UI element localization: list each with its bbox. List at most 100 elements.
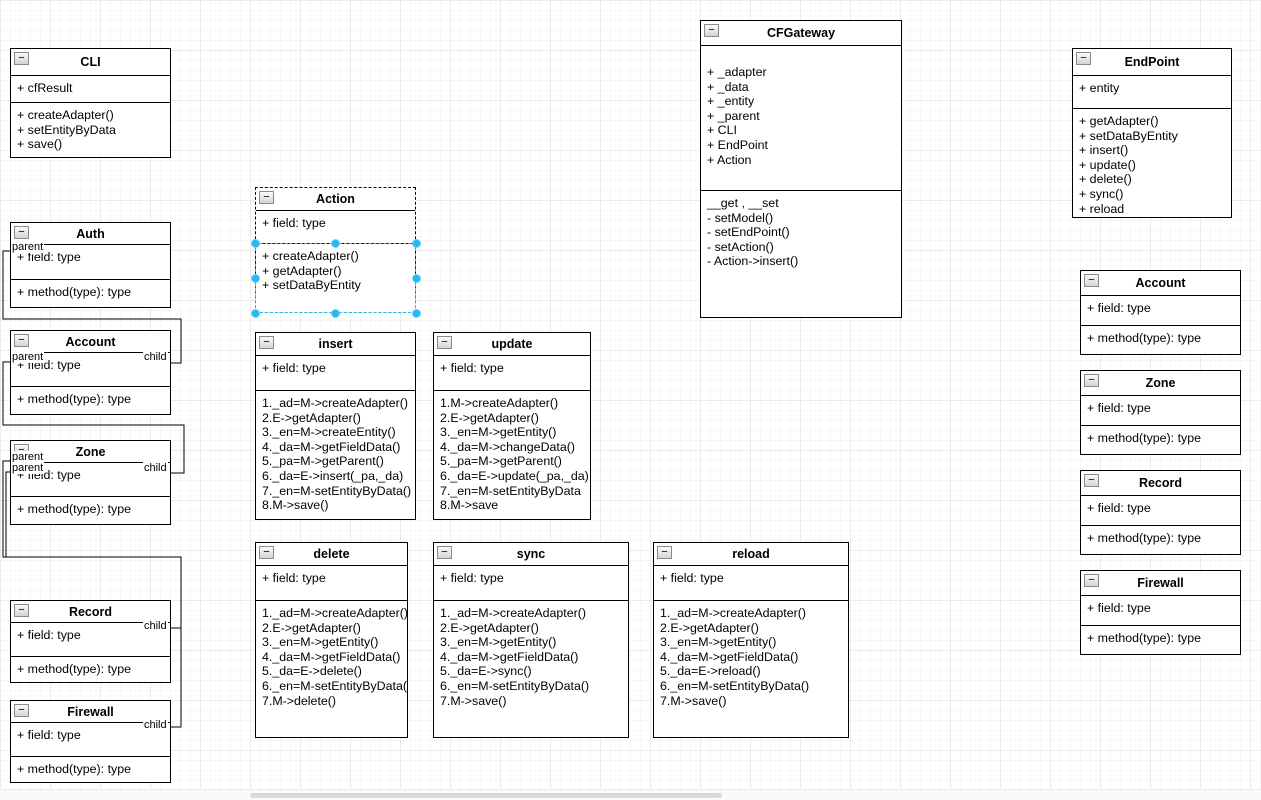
collapse-icon[interactable]: − [1084,574,1099,587]
collapse-icon[interactable]: − [14,52,29,65]
method-line: 1._ad=M->createAdapter() [660,606,807,620]
selection-handle[interactable] [250,308,260,318]
edge-label-parent[interactable]: parent [11,241,45,253]
method-line: 4._da=M->getFieldData() [262,439,401,454]
collapse-icon[interactable]: − [259,336,274,349]
attributes-section[interactable]: + cfResult [11,76,170,103]
edge-label-parent[interactable]: parent [11,351,45,363]
methods-section[interactable]: + method(type): type [1081,526,1240,554]
attributes-section[interactable]: + field: type [11,723,170,757]
edge-label-parent[interactable]: parent [11,451,45,463]
method-line: 5._pa=M->getParent() [440,454,562,469]
class-action[interactable]: −Action+ field: type+ createAdapter()+ g… [255,187,416,313]
uml-connector[interactable] [2,250,182,364]
attributes-section[interactable]: + field: type [1081,396,1240,426]
collapse-icon[interactable]: − [259,191,274,204]
attribute-line: + cfResult [17,81,73,95]
methods-section[interactable]: 1._ad=M->createAdapter()2.E->getAdapter(… [256,391,415,519]
selection-handle[interactable] [250,238,260,248]
attributes-section[interactable]: + field: type [11,623,170,657]
collapse-icon[interactable]: − [1084,274,1099,287]
selection-handle[interactable] [411,273,421,283]
class-cfgateway[interactable]: −CFGateway+ _adapter+ _data+ _entity+ _p… [700,20,902,318]
horizontal-scrollbar-track[interactable] [0,789,1261,800]
collapse-icon[interactable]: − [14,334,29,347]
methods-section[interactable]: 1._ad=M->createAdapter()2.E->getAdapter(… [256,601,407,737]
class-record-right[interactable]: −Record+ field: type+ method(type): type [1080,470,1241,555]
selection-handle[interactable] [411,308,421,318]
collapse-icon[interactable]: − [437,336,452,349]
methods-section[interactable]: + method(type): type [1081,626,1240,654]
edge-label-child[interactable]: child [143,351,168,363]
class-endpoint[interactable]: −EndPoint+ entity+ getAdapter()+ setData… [1072,48,1232,218]
collapse-icon[interactable]: − [14,226,29,239]
attributes-section[interactable]: + _adapter+ _data+ _entity+ _parent+ CLI… [701,46,901,191]
collapse-icon[interactable]: − [259,546,274,559]
collapse-icon[interactable]: − [14,604,29,617]
collapse-icon[interactable]: − [1076,52,1091,65]
selection-handle[interactable] [331,238,340,248]
class-zone-right[interactable]: −Zone+ field: type+ method(type): type [1080,370,1241,455]
collapse-icon[interactable]: − [1084,374,1099,387]
collapse-icon[interactable]: − [14,704,29,717]
methods-section[interactable]: + method(type): type [11,757,170,782]
collapse-icon[interactable]: − [437,546,452,559]
attributes-section[interactable]: + field: type [1081,596,1240,626]
methods-section[interactable]: + method(type): type [11,280,170,307]
collapse-icon[interactable]: − [704,24,719,37]
attribute-line: + _entity [707,94,755,109]
methods-section[interactable]: 1._ad=M->createAdapter()2.E->getAdapter(… [434,601,628,737]
method-line: + setDataByEntity [262,278,361,293]
uml-connector[interactable] [2,361,185,474]
attributes-section[interactable]: + field: type [434,356,590,391]
methods-section[interactable]: + method(type): type [11,387,170,414]
selection-handle[interactable] [411,238,421,248]
edge-label-child[interactable]: child [143,620,168,632]
collapse-icon[interactable]: − [1084,474,1099,487]
class-account-right[interactable]: −Account+ field: type+ method(type): typ… [1080,270,1241,355]
edge-label-child[interactable]: child [143,462,168,474]
methods-section[interactable]: + createAdapter()+ getAdapter()+ setData… [256,244,415,312]
attributes-section[interactable]: + field: type [11,245,170,280]
methods-section[interactable]: + getAdapter()+ setDataByEntity+ insert(… [1073,109,1231,217]
method-line: + createAdapter() [17,108,114,122]
methods-section[interactable]: + method(type): type [11,497,170,524]
attributes-section[interactable]: + field: type [434,566,628,601]
methods-section[interactable]: 1._ad=M->createAdapter()2.E->getAdapter(… [654,601,848,737]
selection-handle[interactable] [250,273,260,283]
methods-section[interactable]: + method(type): type [11,657,170,682]
horizontal-scrollbar-thumb[interactable] [250,793,722,798]
attributes-section[interactable]: + field: type [256,356,415,391]
class-firewall-left[interactable]: −Firewall+ field: type+ method(type): ty… [10,700,171,783]
attribute-line: + field: type [17,728,81,742]
attributes-section[interactable]: + entity [1073,76,1231,109]
methods-section[interactable]: + method(type): type [1081,326,1240,354]
attribute-line: + _data [707,79,749,94]
methods-section[interactable]: __get , __set- setModel()- setEndPoint()… [701,191,901,317]
collapse-icon[interactable]: − [657,546,672,559]
attributes-section[interactable]: + field: type [1081,496,1240,526]
class-record-left[interactable]: −Record+ field: type+ method(type): type [10,600,171,683]
selection-handle[interactable] [331,308,340,318]
attributes-section[interactable]: + field: type [256,566,407,601]
attributes-section[interactable]: + field: type [1081,296,1240,326]
class-firewall-right[interactable]: −Firewall+ field: type+ method(type): ty… [1080,570,1241,655]
class-account-left[interactable]: −Account+ field: type+ method(type): typ… [10,330,171,415]
attribute-line: + _adapter [707,65,767,79]
class-auth[interactable]: −Auth+ field: type+ method(type): type [10,222,171,308]
attributes-section[interactable]: + field: type [654,566,848,601]
edge-label-child[interactable]: child [143,719,168,731]
methods-section[interactable]: + method(type): type [1081,426,1240,454]
class-cli[interactable]: −CLI+ cfResult+ createAdapter()+ setEnti… [10,48,171,158]
methods-section[interactable]: 1.M->createAdapter()2.E->getAdapter()3._… [434,391,590,519]
uml-connector[interactable] [5,471,182,728]
attribute-line: + field: type [17,250,81,264]
edge-label-parent[interactable]: parent [11,462,45,474]
methods-section[interactable]: + createAdapter()+ setEntityByData+ save… [11,103,170,157]
